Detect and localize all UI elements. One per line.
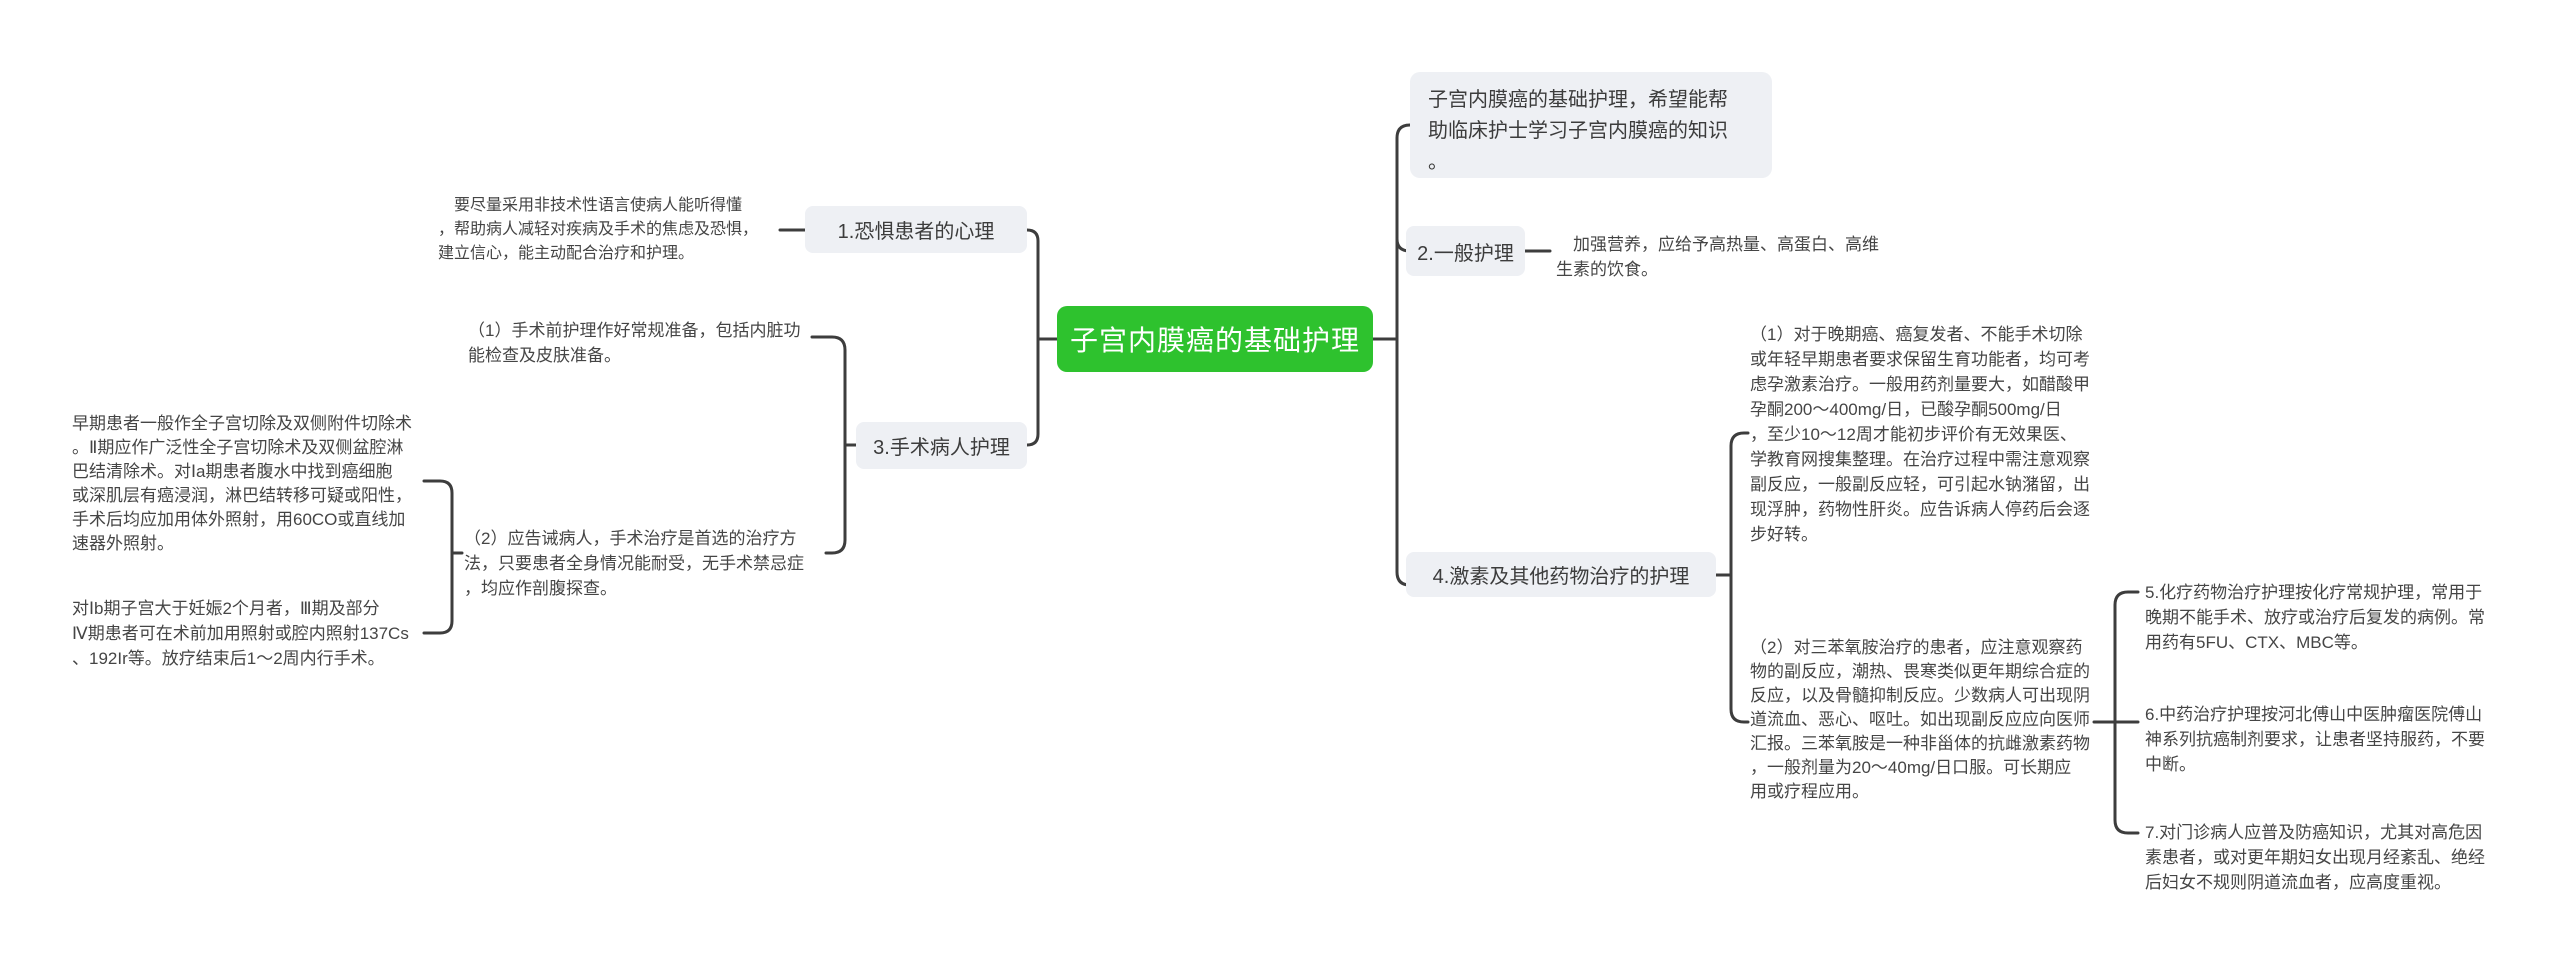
note-health-education[interactable]: 7.对门诊病人应普及防癌知识，尤其对高危因 素患者，或对更年期妇女出现月经紊乱、… [2145, 823, 2485, 892]
note-progestin-therapy[interactable]: （1）对于晚期癌、癌复发者、不能手术切除 或年轻早期患者要求保留生育功能者，均可… [1750, 325, 2090, 544]
root-node[interactable]: 子宫内膜癌的基础护理 [1057, 306, 1373, 372]
note-inform-patient[interactable]: （2）应告诫病人，手术治疗是首选的治疗方 法，只要患者全身情况能耐受，无手术禁忌… [464, 529, 804, 598]
node-surgical-care[interactable]: 3.手术病人护理 [856, 422, 1027, 469]
note-preop-radiation[interactable]: 对Ⅰb期子宫大于妊娠2个月者，Ⅲ期及部分 Ⅳ期患者可在术前加用照射或腔内照射13… [72, 599, 409, 668]
note-tamoxifen-therapy[interactable]: （2）对三苯氧胺治疗的患者，应注意观察药 物的副反应，潮热、畏寒类似更年期综合症… [1750, 638, 2090, 801]
note-tcm-care[interactable]: 6.中药治疗护理按河北傅山中医肿瘤医院傅山 神系列抗癌制剂要求，让患者坚持服药，… [2145, 705, 2485, 774]
intro-note[interactable]: 子宫内膜癌的基础护理，希望能帮 助临床护士学习子宫内膜癌的知识 。 [1410, 72, 1772, 178]
connector-surgery-children-bracket [422, 479, 454, 635]
note-surgery-scope[interactable]: 早期患者一般作全子宫切除及双侧附件切除术 。Ⅱ期应作广泛性全子宫切除术及双侧盆腔… [72, 414, 412, 553]
note-nutrition[interactable]: 加强营养，应给予高热量、高蛋白、高维 生素的饮食。 [1556, 235, 1879, 279]
note-preop-preparation[interactable]: （1）手术前护理作好常规准备，包括内脏功 能检查及皮肤准备。 [468, 321, 801, 365]
connector-items-bracket [2113, 590, 2140, 835]
connector-surgical-bracket [810, 335, 847, 555]
note-chemotherapy[interactable]: 5.化疗药物治疗护理按化疗常规护理，常用于 晚期不能手术、放疗或治疗后复发的病例… [2145, 583, 2485, 652]
connector-left-spine [1025, 228, 1040, 447]
connector-right-spine [1395, 123, 1412, 587]
node-fear-psychology[interactable]: 1.恐惧患者的心理 [805, 206, 1027, 253]
node-hormone-drug-care[interactable]: 4.激素及其他药物治疗的护理 [1406, 552, 1716, 597]
node-general-care[interactable]: 2.一般护理 [1406, 226, 1525, 276]
note-fear-communication[interactable]: 要尽量采用非技术性语言使病人能听得懂 ，帮助病人减轻对疾病及手术的焦虑及恐惧， … [438, 197, 759, 262]
connector-hormone-bracket [1729, 431, 1750, 724]
